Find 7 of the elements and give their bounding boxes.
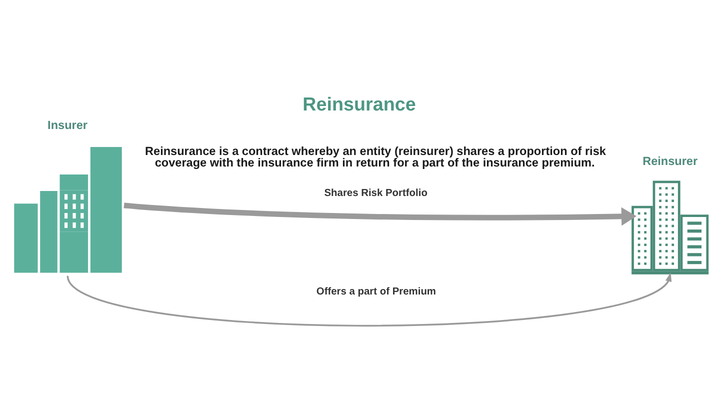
label: Reinsurance is a contract whereby an entity (reinsurer) shares a proportion of risk coverage with the insurance firm in return for a part of the insurance premium. bbox=[145, 144, 606, 170]
node-label: Reinsurer bbox=[642, 155, 698, 168]
diagram-title: Reinsurance bbox=[302, 94, 416, 115]
node-label: Insurer bbox=[48, 118, 88, 132]
edge-label: Offers a part of Premium bbox=[316, 286, 436, 298]
edge-label: Shares Risk Portfolio bbox=[324, 188, 428, 200]
arrow bbox=[124, 202, 637, 226]
